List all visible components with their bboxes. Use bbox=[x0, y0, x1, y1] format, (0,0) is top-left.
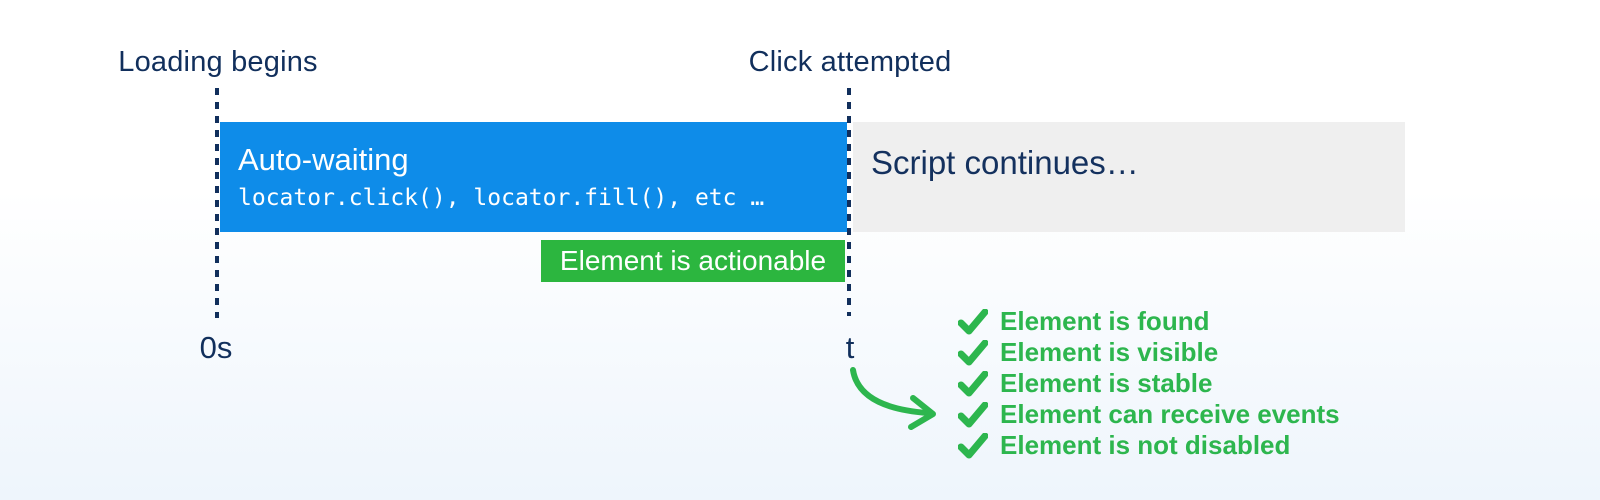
checklist-item-label: Element is found bbox=[1000, 306, 1210, 336]
click-attempted-label: Click attempted bbox=[748, 46, 952, 78]
time-zero-label: 0s bbox=[199, 330, 233, 365]
auto-waiting-title: Auto-waiting bbox=[238, 142, 409, 177]
checkmark-icon bbox=[958, 370, 988, 396]
checkmark-icon bbox=[958, 401, 988, 427]
checklist-item: Element is stable bbox=[958, 368, 1340, 399]
click-attempted-marker-line bbox=[847, 88, 851, 316]
checklist-item: Element is visible bbox=[958, 337, 1340, 368]
checkmark-icon bbox=[958, 432, 988, 458]
actionability-checklist: Element is found Element is visible Elem… bbox=[958, 306, 1340, 461]
element-actionable-badge: Element is actionable bbox=[541, 240, 845, 282]
checklist-item: Element can receive events bbox=[958, 399, 1340, 430]
script-continues-bar: Script continues… bbox=[853, 122, 1405, 232]
loading-begins-label: Loading begins bbox=[118, 46, 318, 78]
checklist-item-label: Element can receive events bbox=[1000, 399, 1340, 429]
auto-waiting-bar: Auto-waiting locator.click(), locator.fi… bbox=[220, 122, 847, 232]
loading-begins-marker-line bbox=[215, 88, 219, 318]
checkmark-icon bbox=[958, 308, 988, 334]
checkmark-icon bbox=[958, 339, 988, 365]
script-continues-label: Script continues… bbox=[871, 144, 1139, 181]
time-t-label: t bbox=[845, 330, 855, 365]
auto-waiting-code: locator.click(), locator.fill(), etc … bbox=[238, 185, 765, 211]
curved-arrow-icon bbox=[850, 367, 936, 430]
checklist-item-label: Element is not disabled bbox=[1000, 430, 1291, 460]
checklist-item-label: Element is stable bbox=[1000, 368, 1213, 398]
checklist-item: Element is not disabled bbox=[958, 430, 1340, 461]
checklist-item-label: Element is visible bbox=[1000, 337, 1219, 367]
checklist-item: Element is found bbox=[958, 306, 1340, 337]
